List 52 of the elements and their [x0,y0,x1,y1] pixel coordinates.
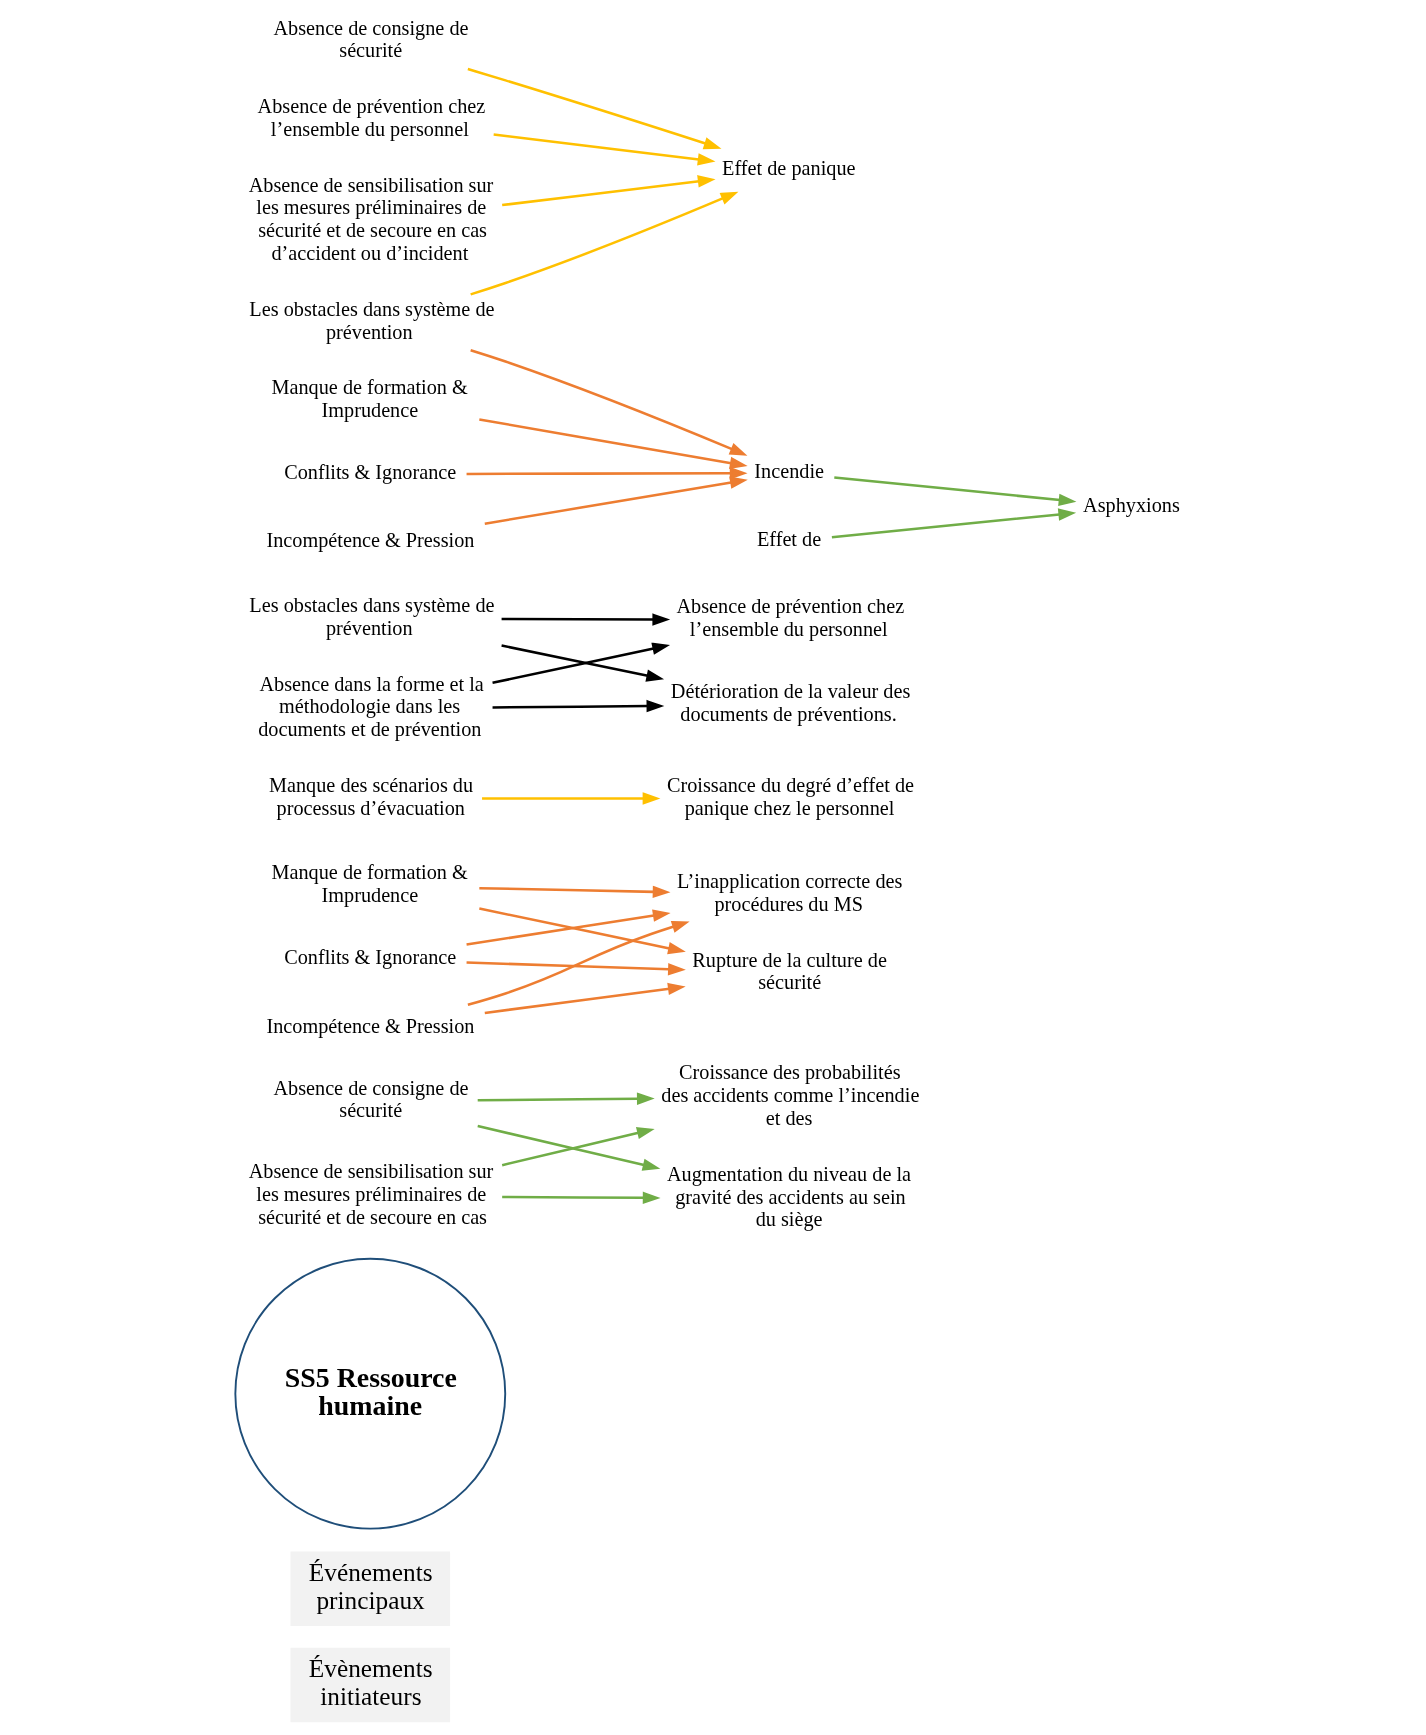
node-text: Incompétence & Pression [265,1014,475,1037]
arrow [466,961,686,976]
arrow [501,175,716,207]
node-text: L’inapplication correcte des procédures du MS [676,870,902,915]
arrow [501,1127,655,1167]
node-text: Absence de sensibilisation sur les mesures préliminaires de sécurité et de secoure en cas d’accident ou d’incident [248,173,493,264]
node-text: Absence de consigne de sécurité [272,1076,469,1122]
arrow [477,1092,655,1105]
arrow [831,508,1076,539]
node-text: Détérioration de la valeur des documents de préventions. [670,680,910,725]
arrow [481,792,660,805]
arrow [476,1124,660,1171]
arrow [469,191,738,296]
node-text: Les obstacles dans système de prévention [248,594,495,639]
node-circle: SS5 Ressource humaine [233,1257,506,1530]
arrow [484,476,748,525]
node-text: Augmentation du niveau de la gravité des accidents au sein du siège [666,1162,911,1231]
arrow [491,642,670,685]
node-text: Conflits & Ignorance [283,946,456,969]
arrow [484,982,686,1015]
arrow [467,920,690,1007]
node-text: Incendie [753,459,824,482]
node-text: Manque des scénarios du processus d’évacuation [268,773,473,819]
arrow [465,909,671,946]
arrow [833,476,1076,507]
arrow [501,613,670,626]
arrow [466,466,748,480]
node-text: Asphyxions [1082,494,1180,517]
node-text: Absence de consigne de sécurité [272,16,469,62]
node-text: Manque de formation & Imprudence [271,861,468,907]
arrow [478,907,686,955]
node-text: Absence de sensibilisation sur les mesures préliminaires de sécurité et de secoure en cas [248,1160,493,1228]
node-text: Incompétence & Pression [265,529,475,552]
node-text: Absence dans la forme et la méthodologie dans les documents et de prévention [257,672,484,741]
arrow [478,885,670,899]
node-text: Conflits & Ignorance [283,461,456,484]
arrow [478,418,748,470]
arrow [493,133,715,166]
node-text: Absence de prévention chez l’ensemble du personnel [257,95,485,140]
node-text: Manque de formation & Imprudence [271,376,468,422]
arrow [492,699,664,713]
arrow [467,67,721,150]
node-text: Effet de [756,528,821,551]
node-text: Rupture de la culture de sécurité [691,948,887,994]
arrow [469,349,747,456]
node-text: Croissance des probabilités des accidents comme l’incendie et des [660,1061,919,1129]
node-text: Effet de panique [721,157,856,180]
node-text: Croissance du degré d’effet de panique chez le personnel [666,773,914,819]
node-text: Les obstacles dans système de prévention [248,297,495,343]
arrow [501,1191,661,1204]
arrow [500,644,664,682]
node-text: Absence de prévention chez l’ensemble du personnel [675,595,904,641]
